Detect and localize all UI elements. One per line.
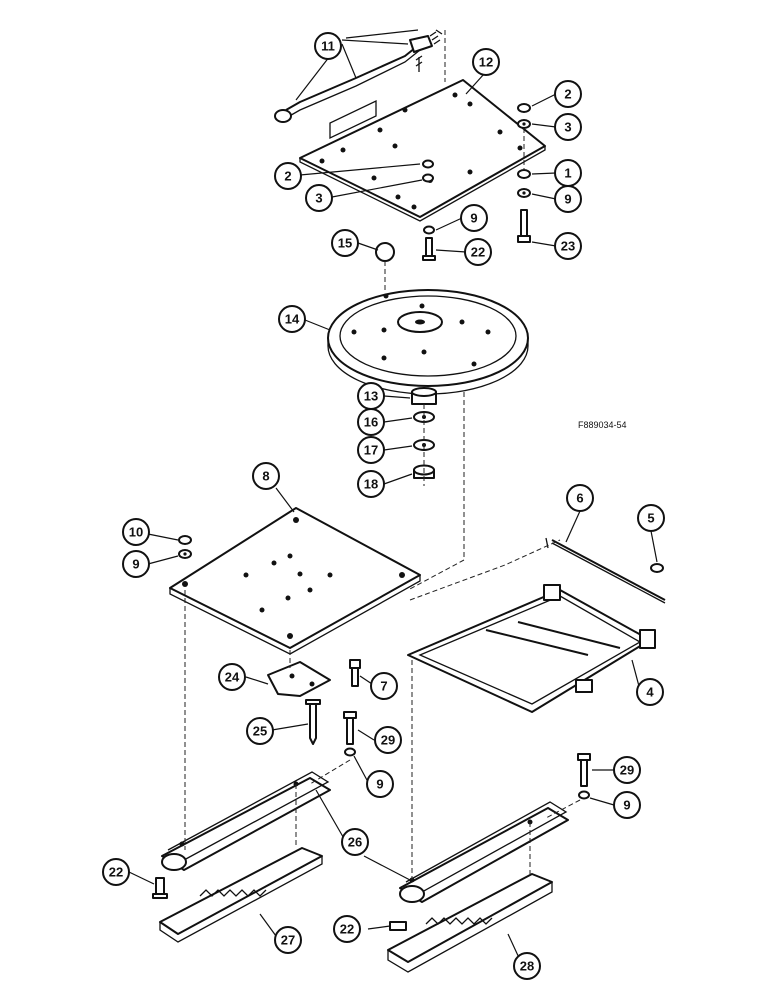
callout-1: 1 [554, 159, 582, 187]
svg-text:7: 7 [380, 679, 387, 694]
screw-22-left [152, 877, 168, 899]
svg-text:22: 22 [471, 245, 485, 260]
svg-text:22: 22 [340, 922, 354, 937]
svg-text:27: 27 [281, 933, 295, 948]
svg-text:13: 13 [364, 389, 378, 404]
svg-text:9: 9 [470, 211, 477, 226]
svg-text:25: 25 [253, 724, 267, 739]
callout-22: 22 [464, 238, 492, 266]
svg-text:24: 24 [225, 670, 240, 685]
callout-22: 22 [102, 858, 130, 886]
callout-3: 3 [305, 184, 333, 212]
callout-2: 2 [274, 162, 302, 190]
svg-text:14: 14 [285, 312, 300, 327]
svg-text:2: 2 [564, 87, 571, 102]
seat-adjust-lever [274, 29, 446, 123]
svg-text:17: 17 [364, 443, 378, 458]
callout-28: 28 [513, 952, 541, 980]
callout-26: 26 [341, 828, 369, 856]
svg-text:5: 5 [647, 511, 654, 526]
svg-text:9: 9 [623, 798, 630, 813]
callout-14: 14 [278, 305, 306, 333]
callout-11: 11 [314, 32, 342, 60]
callout-24: 24 [218, 663, 246, 691]
nut-5 [650, 563, 664, 573]
svg-text:29: 29 [381, 733, 395, 748]
svg-text:12: 12 [479, 55, 493, 70]
callout-4: 4 [636, 678, 664, 706]
callout-22: 22 [333, 915, 361, 943]
svg-text:15: 15 [338, 236, 352, 251]
callout-17: 17 [357, 436, 385, 464]
rack-left [159, 847, 323, 943]
bolt-7 [349, 659, 361, 687]
swivel-hardware-stack [407, 387, 465, 591]
svg-text:2: 2 [284, 169, 291, 184]
svg-text:16: 16 [364, 415, 378, 430]
callout-15: 15 [331, 229, 359, 257]
callout-13: 13 [357, 382, 385, 410]
svg-text:9: 9 [376, 777, 383, 792]
svg-text:4: 4 [646, 685, 654, 700]
svg-text:11: 11 [321, 39, 335, 54]
callout-12: 12 [472, 48, 500, 76]
callout-3: 3 [554, 113, 582, 141]
svg-text:8: 8 [262, 469, 269, 484]
swivel-disc [327, 289, 529, 395]
rod [545, 537, 666, 604]
base-plate-hardware [178, 535, 192, 559]
callout-23: 23 [554, 232, 582, 260]
callout-7: 7 [370, 672, 398, 700]
base-plate [169, 507, 421, 655]
bolt-29-right [577, 753, 591, 800]
svg-text:10: 10 [129, 525, 143, 540]
svg-text:1: 1 [564, 166, 571, 181]
alignment-lines [184, 128, 581, 880]
callout-2: 2 [554, 80, 582, 108]
slide-rail-left [161, 771, 331, 871]
rack-right [387, 873, 553, 973]
svg-text:22: 22 [109, 865, 123, 880]
pin [305, 699, 321, 745]
svg-text:6: 6 [576, 491, 583, 506]
figure-code: F889034-54 [578, 420, 627, 430]
callout-10: 10 [122, 518, 150, 546]
callout-16: 16 [357, 408, 385, 436]
latch-frame [407, 539, 656, 713]
svg-text:9: 9 [564, 192, 571, 207]
callout-9: 9 [554, 185, 582, 213]
callout-29: 29 [613, 756, 641, 784]
svg-text:18: 18 [364, 477, 378, 492]
callout-9: 9 [122, 550, 150, 578]
svg-text:28: 28 [520, 959, 534, 974]
leader-lines [128, 29, 658, 961]
callout-25: 25 [246, 717, 274, 745]
callout-9: 9 [366, 770, 394, 798]
callout-9: 9 [613, 791, 641, 819]
callout-18: 18 [357, 470, 385, 498]
svg-text:9: 9 [132, 557, 139, 572]
callout-6: 6 [566, 484, 594, 512]
svg-text:3: 3 [315, 191, 322, 206]
callout-27: 27 [274, 926, 302, 954]
callout-5: 5 [637, 504, 665, 532]
top-mounting-plate [299, 79, 546, 222]
slide-rail-right [399, 801, 569, 903]
svg-text:23: 23 [561, 239, 575, 254]
callout-9: 9 [460, 204, 488, 232]
bolt-29-left [343, 711, 357, 757]
svg-text:29: 29 [620, 763, 634, 778]
svg-text:3: 3 [564, 120, 571, 135]
svg-text:26: 26 [348, 835, 362, 850]
knob [375, 242, 395, 290]
callout-8: 8 [252, 462, 280, 490]
screw-22-right [389, 921, 407, 931]
callout-29: 29 [374, 726, 402, 754]
bracket [267, 661, 331, 697]
